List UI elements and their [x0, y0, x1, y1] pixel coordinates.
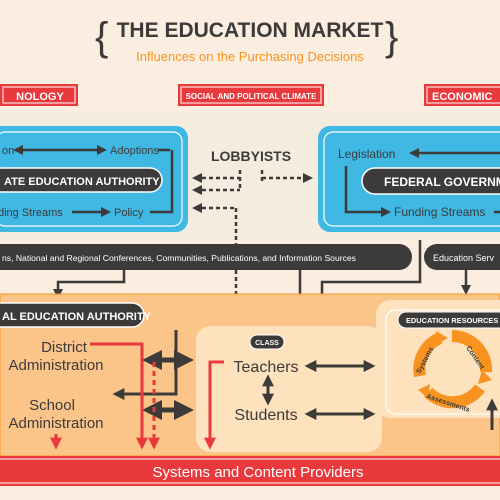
class-label: CLASS [255, 340, 279, 347]
students-label: Students [234, 407, 297, 424]
state-funding-label: ding Streams [0, 207, 63, 219]
info-sources-label: ns, National and Regional Conferences, C… [2, 253, 356, 263]
school-label-line1: School [29, 397, 75, 414]
education-resources-pill [397, 311, 500, 329]
education-services-pill [424, 244, 500, 270]
right-brace: } [385, 15, 398, 59]
info-sources-bar [0, 244, 412, 270]
state-top-left-label: on [2, 145, 14, 157]
resources-cycle [413, 329, 493, 409]
federal-arrow-left [344, 166, 391, 217]
banner-economic: ECONOMIC [424, 84, 500, 106]
district-label-line1: District [41, 339, 88, 356]
svg-text:SOCIAL AND POLITICAL CLIMATE: SOCIAL AND POLITICAL CLIMATE [186, 92, 317, 101]
page-title: THE EDUCATION MARKET [117, 19, 384, 42]
state-authority-title: ATE EDUCATION AUTHORITY [4, 176, 160, 188]
district-school-arrow [112, 330, 178, 400]
local-education-authority-pill [0, 302, 145, 328]
teachers-to-providers-red-arrow [204, 360, 224, 450]
adoptions-label: Adoptions [110, 145, 159, 157]
svg-text:ECONOMIC: ECONOMIC [432, 91, 493, 103]
local-authority-title: AL EDUCATION AUTHORITY [2, 311, 152, 323]
left-brace: { [95, 15, 108, 59]
federal-funding-label: Funding Streams [394, 205, 485, 219]
resources-panel [376, 300, 500, 418]
svg-text:NOLOGY: NOLOGY [16, 91, 64, 103]
district-label-line2: Administration [8, 357, 103, 374]
info-to-local-arrow [53, 270, 126, 299]
legislation-label: Legislation [338, 147, 395, 161]
banner-social-political: SOCIAL AND POLITICAL CLIMATE [178, 84, 324, 106]
state-arrow-right [150, 150, 174, 214]
providers-bar [0, 456, 500, 486]
page-subtitle: Influences on the Purchasing Decisions [136, 49, 364, 64]
class-label-pill [249, 334, 285, 350]
federal-government-title: FEDERAL GOVERNMENT [384, 175, 500, 189]
class-panel [196, 326, 382, 452]
school-label-line2: Administration [8, 415, 103, 432]
providers-label: Systems and Content Providers [153, 464, 364, 481]
district-to-providers-red-arrow [90, 342, 148, 450]
education-resources-title: EDUCATION RESOURCES [406, 316, 498, 325]
banner-technology: NOLOGY [0, 84, 78, 106]
education-services-label: Education Serv [433, 253, 495, 263]
teachers-label: Teachers [234, 359, 299, 376]
lobbyists-label: LOBBYISTS [211, 148, 291, 164]
policy-label: Policy [114, 207, 144, 219]
